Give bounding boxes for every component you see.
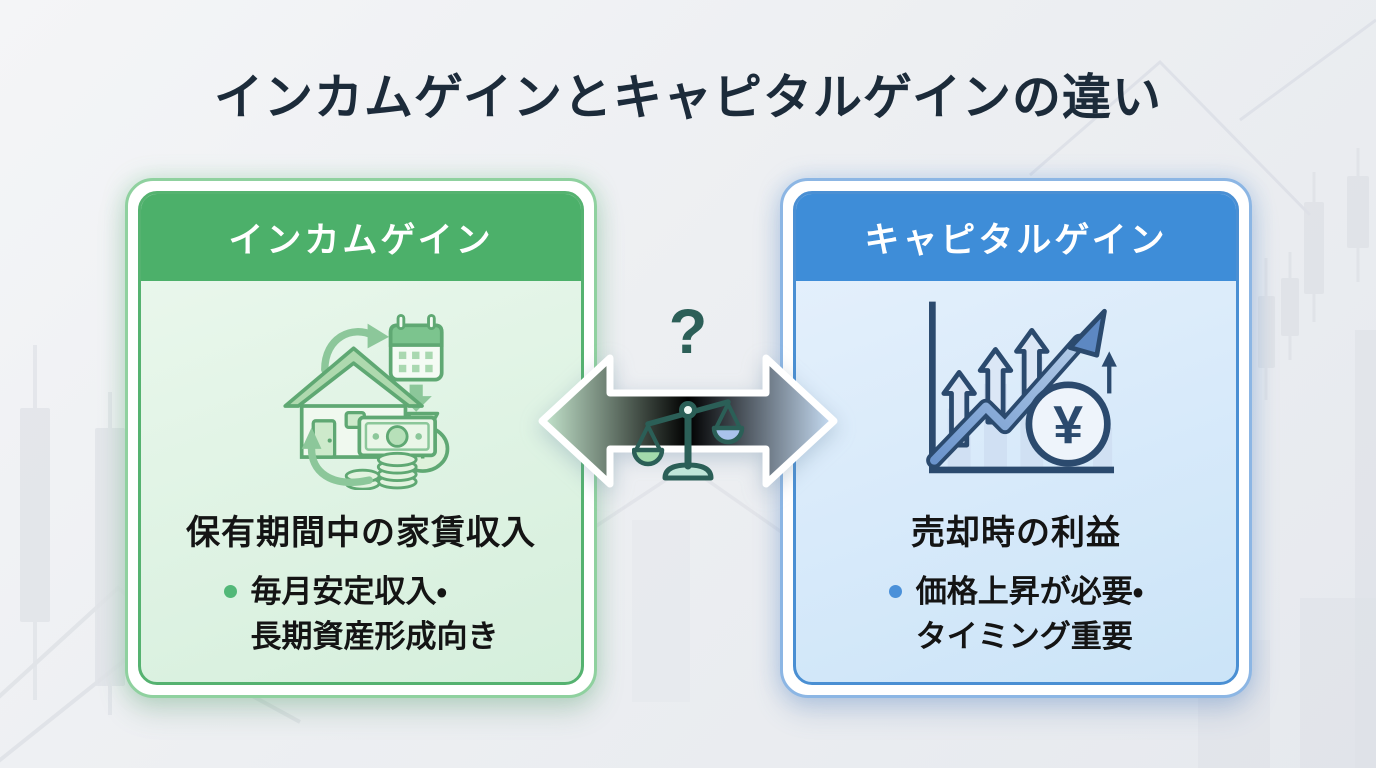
- blue-bullet-dot-icon: [888, 585, 902, 598]
- capital-gain-card-inner: キャピタルゲイン: [793, 191, 1239, 685]
- income-bullet-line2: 長期資産形成向き: [250, 618, 499, 654]
- income-gain-body: ¥: [141, 281, 581, 682]
- income-gain-card-inner: インカムゲイン: [138, 191, 584, 685]
- green-bullet-dot-icon: [223, 585, 237, 598]
- income-gain-header: インカムゲイン: [141, 194, 581, 281]
- income-bullet-line1: 毎月安定収入・: [250, 574, 448, 609]
- capital-bullet-line2: タイミング重要: [915, 618, 1133, 654]
- balance-scale-icon: [632, 399, 745, 481]
- question-mark: ?: [668, 297, 708, 367]
- house-rent-cycle-icon: ¥: [283, 313, 450, 490]
- rent-income-illustration: ¥: [257, 293, 465, 491]
- capital-gain-body: ¥ 売却時の利益 価格上昇が必要・ タイミング重要: [796, 281, 1236, 682]
- capital-highlight-text: 売却時の利益: [911, 514, 1121, 552]
- page-title: インカムゲインとキャピタルゲインの違い: [213, 71, 1163, 125]
- rising-chart-icon: ¥: [925, 301, 1117, 474]
- capital-bullet-item: 価格上昇が必要・ タイミング重要: [888, 570, 1144, 660]
- capital-gain-header: キャピタルゲイン: [796, 194, 1236, 281]
- capital-gain-card: キャピタルゲイン: [780, 178, 1252, 698]
- yen-symbol-coin: ¥: [1053, 396, 1083, 455]
- income-gain-card: インカムゲイン: [125, 178, 597, 698]
- price-growth-illustration: ¥: [909, 293, 1124, 491]
- income-highlight-text: 保有期間中の家賃収入: [186, 514, 536, 552]
- income-bullet-item: 毎月安定収入・ 長期資産形成向き: [223, 570, 499, 660]
- capital-bullet-line1: 価格上昇が必要・: [915, 574, 1144, 609]
